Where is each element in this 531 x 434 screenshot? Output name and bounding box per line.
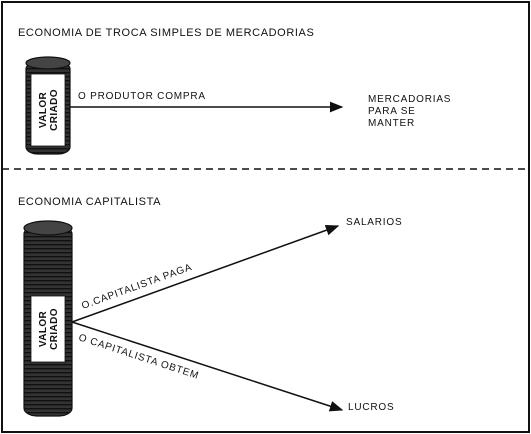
top-target-line3: MANTER [368, 118, 415, 129]
upper-target-label: SALARIOS [346, 217, 402, 228]
top-panel: ECONOMIA DE TROCA SIMPLES DE MERCADORIAS… [18, 27, 451, 155]
top-coin-label-box [30, 73, 66, 147]
lower-arrow [71, 321, 344, 412]
top-arrow-label: O PRODUTOR COMPRA [78, 91, 206, 102]
top-coin-stack: VALOR CRIADO [25, 56, 71, 155]
bottom-panel: ECONOMIA CAPITALISTA VALOR CRIADO O.CAPI… [18, 196, 402, 417]
lower-target-label: LUCROS [348, 402, 394, 413]
bottom-coin-label-line2: CRIADO [49, 308, 60, 350]
top-target-line1: MERCADORIAS [368, 94, 451, 105]
upper-arrow [71, 225, 340, 323]
bottom-coin-label-line1: VALOR [38, 310, 49, 347]
bottom-coin-label-box [30, 295, 66, 363]
upper-arrow-label: O.CAPITALISTA PAGA [80, 262, 193, 312]
top-panel-title: ECONOMIA DE TROCA SIMPLES DE MERCADORIAS [18, 27, 314, 39]
top-coin-label-line1: VALOR [38, 91, 49, 128]
top-target-line2: PARA SE [368, 106, 416, 117]
bottom-coin-stack: VALOR CRIADO [23, 220, 73, 417]
top-coin-label-line2: CRIADO [49, 89, 60, 131]
bottom-panel-title: ECONOMIA CAPITALISTA [18, 196, 161, 208]
